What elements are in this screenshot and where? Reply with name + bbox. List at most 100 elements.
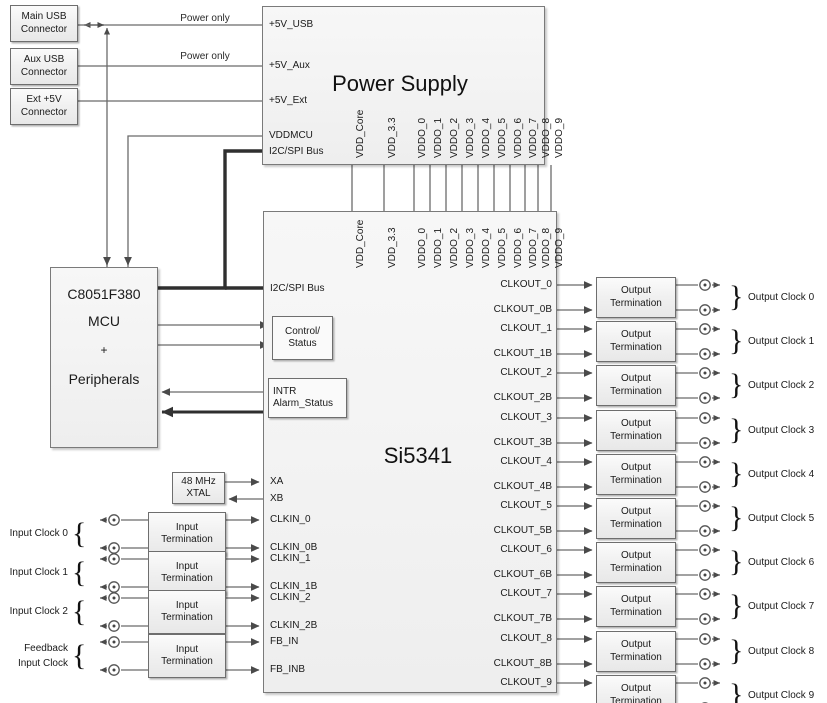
si5341-rail-label-7: VDDO_5 <box>497 227 508 268</box>
output-termination-8-line1: Output <box>620 639 651 651</box>
si5341-rail-label-9: VDDO_7 <box>528 227 539 268</box>
si5341-pin-CLKOUT_2B: CLKOUT_2B <box>493 392 552 403</box>
ps-rail-label-4: VDDO_2 <box>449 117 460 158</box>
input-termination-2-line2: Termination <box>161 612 213 623</box>
connector-main-usb[interactable]: Main USB Connector <box>10 5 78 42</box>
connector-main-usb-line1: Main USB <box>21 11 67 23</box>
si5341-pin-CLKOUT_3B: CLKOUT_3B <box>493 437 552 448</box>
output-brace-4: } <box>729 457 744 490</box>
feedback-clock-label-line2: Input Clock <box>17 658 68 669</box>
si5341-pin-CLKOUT_4: CLKOUT_4 <box>500 456 552 467</box>
feedback-clock-label-line1: Feedback <box>24 643 68 654</box>
si5341-rail-label-2: VDDO_0 <box>417 227 428 268</box>
output-clock-label-3: Output Clock 3 <box>748 425 815 436</box>
mcu-label-line-1: MCU <box>88 313 120 329</box>
input-termination-1-line2: Termination <box>161 573 213 584</box>
input-termination-3-line1: Input <box>175 643 199 655</box>
si5341-pin-CLKIN_0B: CLKIN_0B <box>270 542 318 553</box>
output-brace-5: } <box>729 501 744 534</box>
control-status-line1: Control/ <box>284 325 320 337</box>
output-clock-label-0: Output Clock 0 <box>748 292 815 303</box>
output-clock-label-2: Output Clock 2 <box>748 380 815 391</box>
ps-rail-label-1: VDD_3.3 <box>387 117 398 158</box>
output-brace-0: } <box>729 280 744 313</box>
si5341-pin-XA: XA <box>270 476 284 487</box>
ps-rail-label-10: VDDO_8 <box>541 117 552 158</box>
si5341-pin-FB_INB: FB_INB <box>270 664 306 675</box>
xtal-line1: 48 MHz <box>181 475 216 487</box>
connector-ext-5v[interactable]: Ext +5V Connector <box>10 88 78 125</box>
si5341-rail-label-0: VDD_Core <box>355 219 366 268</box>
output-termination-5-line2: Termination <box>610 518 662 530</box>
si5341-rail-label-5: VDDO_3 <box>465 227 476 268</box>
output-termination-9-line2: Termination <box>610 695 662 703</box>
si5341-pin-CLKOUT_6B: CLKOUT_6B <box>493 569 552 580</box>
connector-aux-usb-line2: Connector <box>20 66 68 78</box>
si5341-pin-XB: XB <box>270 493 284 504</box>
ps-pin-VDDMCU: VDDMCU <box>269 130 313 141</box>
output-clock-label-6: Output Clock 6 <box>748 557 815 568</box>
si5341-rail-label-4: VDDO_2 <box>449 227 460 268</box>
si5341-pin-CLKOUT_6: CLKOUT_6 <box>500 544 552 555</box>
ps-rail-label-5: VDDO_3 <box>465 117 476 158</box>
si5341-pin-CLKOUT_2: CLKOUT_2 <box>500 367 552 378</box>
si5341-pin-CLKIN_2: CLKIN_2 <box>270 592 311 603</box>
ps-rail-label-8: VDDO_6 <box>513 117 524 158</box>
input-brace-3: } <box>72 639 87 672</box>
output-termination-1-line2: Termination <box>610 341 662 353</box>
input-termination-0-line2: Termination <box>161 534 213 545</box>
output-termination-4-line2: Termination <box>610 474 662 486</box>
si5341-title: Si5341 <box>383 443 453 468</box>
si5341-pin-CLKOUT_7B: CLKOUT_7B <box>493 613 552 624</box>
output-termination-1-line1: Output <box>620 329 651 341</box>
ps-rail-label-6: VDDO_4 <box>481 117 492 158</box>
output-brace-3: } <box>729 413 744 446</box>
input-clock-label-0: Input Clock 0 <box>9 528 68 539</box>
si5341-bus-pin-label: I2C/SPI Bus <box>270 283 325 294</box>
si5341-pin-CLKOUT_0: CLKOUT_0 <box>500 279 552 290</box>
output-termination-7-line2: Termination <box>610 606 662 618</box>
input-termination-3-line2: Termination <box>161 656 213 667</box>
ps-rail-label-7: VDDO_5 <box>497 117 508 158</box>
si5341-pin-CLKIN_0: CLKIN_0 <box>270 514 311 525</box>
output-brace-7: } <box>729 589 744 622</box>
si5341-rail-label-8: VDDO_6 <box>513 227 524 268</box>
si5341-rail-label-6: VDDO_4 <box>481 227 492 268</box>
mcu-block <box>50 267 158 448</box>
output-termination-5-line1: Output <box>620 506 651 518</box>
ps-pin--5V-Ext: +5V_Ext <box>269 95 308 106</box>
si5341-pin-CLKOUT_4B: CLKOUT_4B <box>493 481 552 492</box>
output-clock-label-5: Output Clock 5 <box>748 513 815 524</box>
connector-ext-5v-line2: Connector <box>20 106 68 118</box>
output-termination-3-line1: Output <box>620 418 651 430</box>
interrupt-line2: Alarm_Status <box>273 398 334 409</box>
output-termination-6-line2: Termination <box>610 562 662 574</box>
si5341-rail-label-3: VDDO_1 <box>433 227 444 268</box>
si5341-pin-CLKIN_1: CLKIN_1 <box>270 553 311 564</box>
output-brace-9: } <box>729 678 744 703</box>
interrupt-line1: INTR <box>273 385 297 397</box>
control-status-block: Control/ Status <box>272 316 333 360</box>
connector-aux-usb[interactable]: Aux USB Connector <box>10 48 78 85</box>
connector-main-usb-line2: Connector <box>20 23 68 35</box>
output-termination-2-line2: Termination <box>610 385 662 397</box>
ps-rail-label-11: VDDO_9 <box>554 117 565 158</box>
xtal-line2: XTAL <box>186 488 211 499</box>
input-termination-0-line1: Input <box>175 521 199 533</box>
si5341-pin-CLKOUT_8B: CLKOUT_8B <box>493 658 552 669</box>
output-termination-2-line1: Output <box>620 373 651 385</box>
ps-rail-label-2: VDDO_0 <box>417 117 428 158</box>
